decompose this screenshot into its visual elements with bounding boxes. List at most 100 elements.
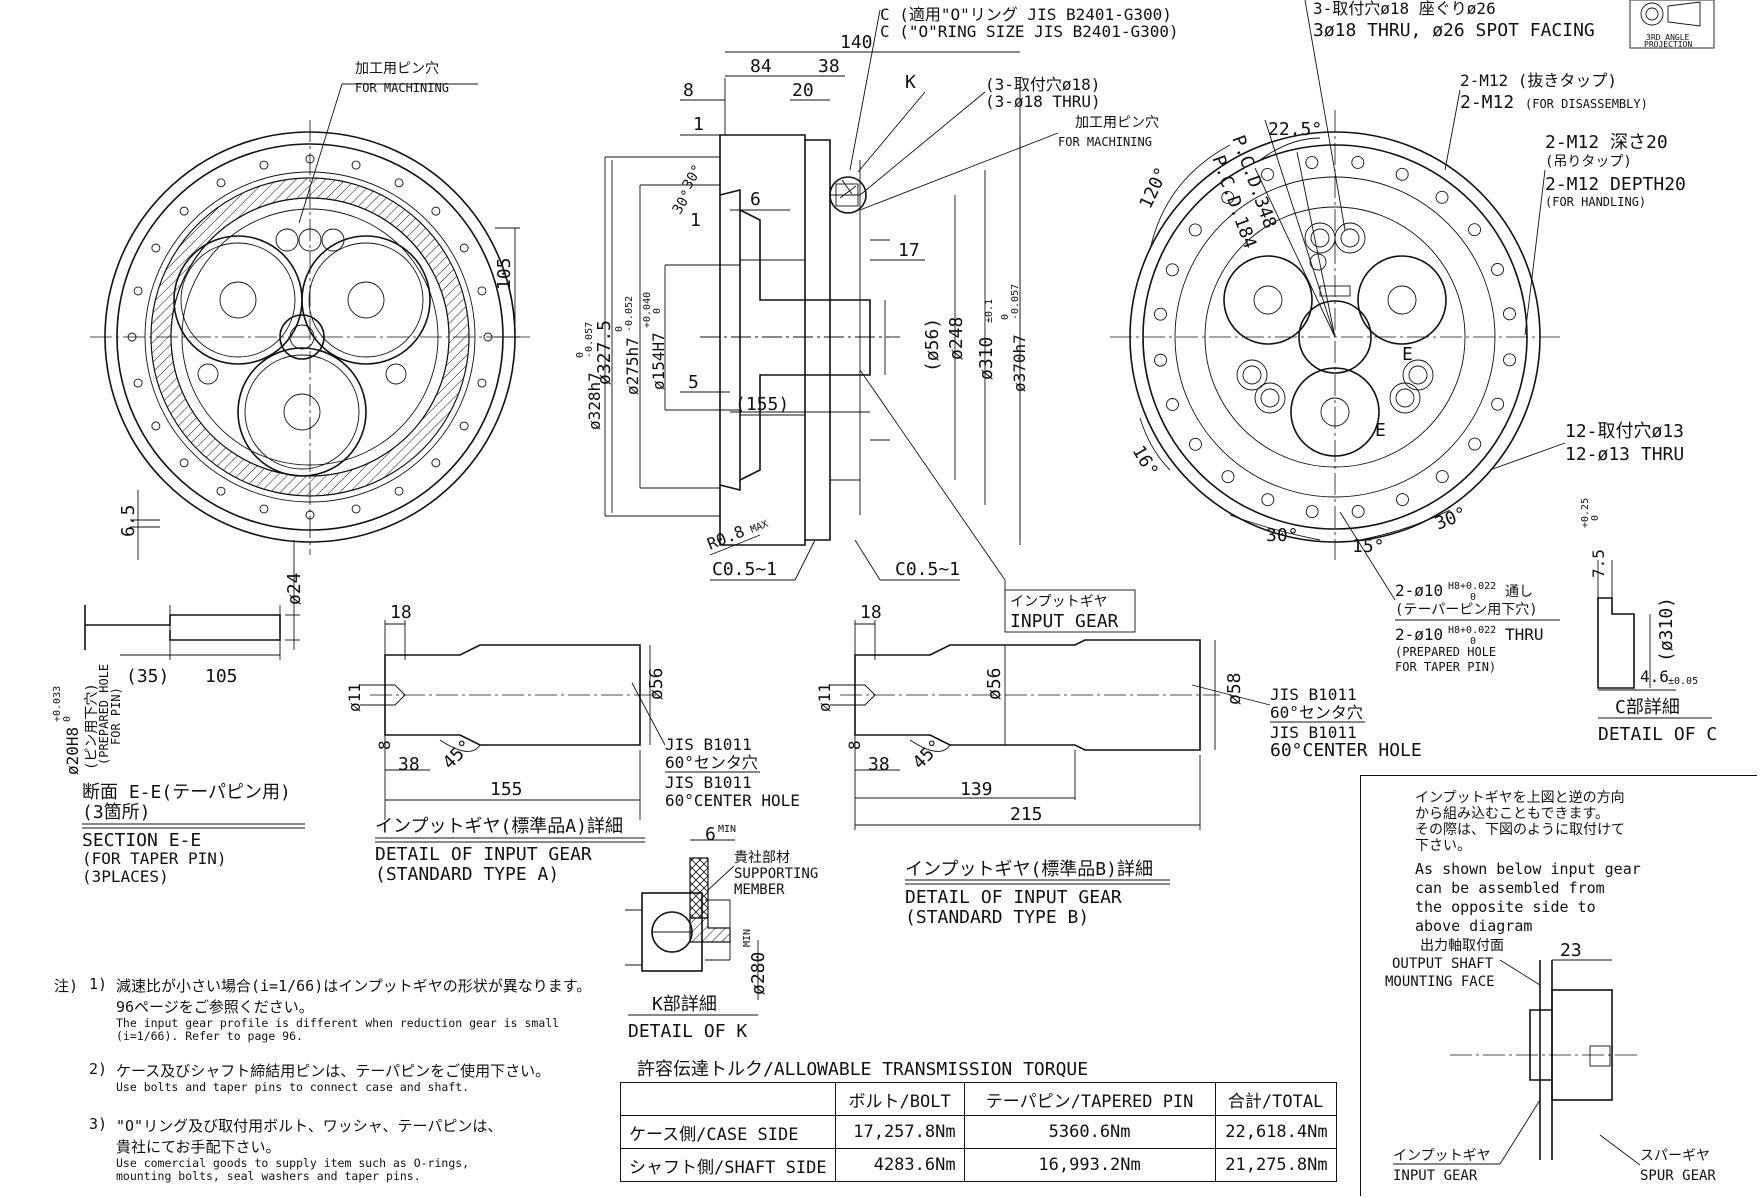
side-d370-tol: 0 (1000, 314, 1011, 320)
front-dim-105: 105 (494, 257, 515, 290)
torque-case-total: 22,618.4Nm (1214, 1115, 1337, 1149)
assembly-note-panel: インプットギヤを上図と逆の方向 から組み込むこともできます。 その際は、下図のよ… (1360, 775, 1757, 1196)
k-support-jp: 貴社部材 (734, 850, 790, 866)
side-input-gear-en: INPUT GEAR (1010, 611, 1119, 632)
rear-pin10-jp2: (テーパーピン用下穴) (1395, 602, 1538, 618)
panel-jp4: 下さい。 (1415, 838, 1471, 854)
gear-a-jis-jp: JIS B1011 (665, 735, 752, 754)
gear-a-dim8: 8 (375, 740, 394, 750)
rear-pin10-jp-tol2: 0 (1470, 592, 1476, 603)
section-d20-tol: +0.033 (52, 686, 63, 722)
panel-en1: As shown below input gear (1415, 860, 1641, 878)
rear-m12b-jp2: (吊りタップ) (1545, 154, 1632, 170)
bolt-hole (1166, 398, 1179, 411)
c-dim75-tol2: 0 (1590, 515, 1601, 521)
section-dim105: 105 (205, 666, 238, 687)
torque-header-pin: テーパピン/TAPERED PIN (963, 1082, 1216, 1116)
projection-line1: 3RD ANGLE (1646, 33, 1690, 42)
gear-b-dim18: 18 (860, 602, 882, 623)
bolt-hole (259, 504, 269, 514)
table-row: ケース側/CASE SIDE 17,257.8Nm 5360.6Nm 22,61… (620, 1115, 1337, 1149)
section-d20: ø20H8 (63, 727, 82, 775)
side-r08-sup: MAX (749, 519, 770, 536)
gear-a-dim18: 18 (390, 602, 412, 623)
rear-thru-jp: 3-取付穴ø18 座ぐりø26 (1313, 0, 1496, 18)
c-dim46-tol: ±0.05 (1668, 676, 1698, 687)
gear-b-jis-jp: JIS B1011 (1270, 685, 1357, 704)
panel-mount-en2: MOUNTING FACE (1385, 974, 1495, 990)
rear-view: P.C.D.348 P.C.D.184 22.5° 120° 16° 30° 3… (1110, 0, 1686, 674)
bolt-hole (179, 206, 189, 216)
section-title-jp: 断面 E-E(テーパピン用) (82, 782, 291, 803)
note-en: Use bolts and taper pins to connect case… (116, 1080, 470, 1094)
gear-b-d56: ø56 (984, 667, 1005, 700)
bolt-hole (351, 160, 361, 170)
section-title-en2: (FOR TAPER PIN) (82, 849, 227, 868)
note-body: 減速比が小さい場合(i=1/66)はインプットギヤの形状が異なります。96ページ… (116, 975, 591, 1043)
side-d328-tol2: -0.057 (584, 322, 595, 358)
gear-b-dim139: 139 (960, 779, 993, 800)
gear-a-title-jp: インプットギヤ(標準品A)詳細 (375, 816, 623, 837)
side-dim-20: 20 (792, 80, 814, 101)
k-d280: ø280 (748, 952, 769, 995)
note-en: Use comercial goods to supply item such … (116, 1156, 470, 1170)
bolt-hole (1305, 156, 1319, 169)
bolt-hole (1503, 353, 1516, 367)
side-pin-jp: 加工用ピン穴 (1075, 115, 1159, 131)
bolt-hole (431, 458, 441, 468)
bolt-hole (133, 378, 143, 388)
panel-en3: the opposite side to (1415, 898, 1596, 916)
gear-b-jis-jp2: 60°センタ穴 (1270, 703, 1363, 722)
side-view: 140 84 38 8 20 1 6 1 30° 30° 17 5 (155) … (575, 5, 1179, 633)
rear-h12-en: 12-ø13 THRU (1565, 444, 1684, 465)
section-title-jp2: (3箇所) (82, 802, 151, 823)
gear-b-dim38: 38 (868, 754, 890, 775)
bolt-hole (1491, 263, 1504, 276)
gear-b-title-en: DETAIL OF INPUT GEAR (905, 887, 1122, 908)
panel-mount-jp: 出力軸取付面 (1420, 938, 1504, 954)
bolt-hole (1435, 190, 1449, 204)
side-d275: ø275h7 (623, 337, 642, 395)
gear-a-title-en: DETAIL OF INPUT GEAR (375, 844, 592, 865)
torque-shaft-bolt: 4283.6Nm (834, 1148, 965, 1182)
side-d154: ø154H7 (649, 332, 668, 390)
side-dim-5: 5 (688, 372, 699, 393)
rear-ang30b: 30° (1432, 503, 1470, 535)
side-d248: ø248 (946, 317, 967, 360)
gear-a-jis-jp2: 60°センタ穴 (665, 753, 758, 772)
bolt-hole (1154, 307, 1167, 321)
note-jp: ケース及びシャフト締結用ピンは、テーパピンをご使用下さい。 (116, 1062, 551, 1080)
bolt-hole (1435, 470, 1449, 483)
side-dim-17: 17 (898, 240, 920, 261)
k-title-jp: K部詳細 (652, 994, 717, 1015)
bolt-hole (1396, 493, 1409, 506)
side-dim-1b: 1 (690, 210, 701, 231)
rear-pin10-jp: 2-ø10 (1395, 581, 1443, 600)
bolt-hole (459, 243, 469, 253)
rear-ang22-5: 22.5° (1268, 119, 1322, 140)
input-gear-b: 18 ø11 8 38 45° ø56 ø58 139 215 JIS B101… (815, 602, 1422, 928)
gear-a-d56: ø56 (646, 667, 667, 700)
side-d154-tol: +0.040 (642, 292, 653, 328)
note-en2: mounting bolts, seal washers and taper p… (116, 1169, 421, 1183)
panel-spur-jp: スパーギヤ (1640, 1148, 1710, 1164)
bolt-hole (216, 486, 226, 496)
gear-b-jis-en2: 60°CENTER HOLE (1270, 740, 1422, 761)
note-jp2: 96ページをご参照ください。 (116, 998, 314, 1016)
bolt-hole (1468, 223, 1481, 237)
notes-label: 注) (54, 977, 79, 995)
c-title-jp: C部詳細 (1615, 697, 1680, 718)
panel-input-en: INPUT GEAR (1393, 1168, 1478, 1184)
side-dim-1a: 1 (693, 114, 704, 135)
torque-case-pin: 5360.6Nm (963, 1115, 1216, 1149)
rear-pin10-en2: (PREPARED HOLE (1395, 645, 1496, 659)
side-c-jp: C (適用"O"リング JIS B2401-G300) (880, 5, 1172, 24)
bolt-hole (1491, 397, 1505, 411)
gear-a-ang45: 45° (439, 736, 477, 774)
detail-c: 7.5 +0.25 0 (ø310) 4.6 ±0.05 C部詳細 DETAIL… (1580, 498, 1717, 745)
note-body: "O"リング及び取付用ボルト、ワッシャ、テーパピンは、貴社にてお手配下さい。Us… (116, 1115, 502, 1183)
side-d275-tol2: -0.052 (624, 296, 635, 332)
side-d310-tol: ±0.1 (984, 299, 995, 323)
rear-m12a-jp: 2-M12 (抜きタップ) (1460, 71, 1617, 90)
bolt-hole (394, 178, 404, 188)
